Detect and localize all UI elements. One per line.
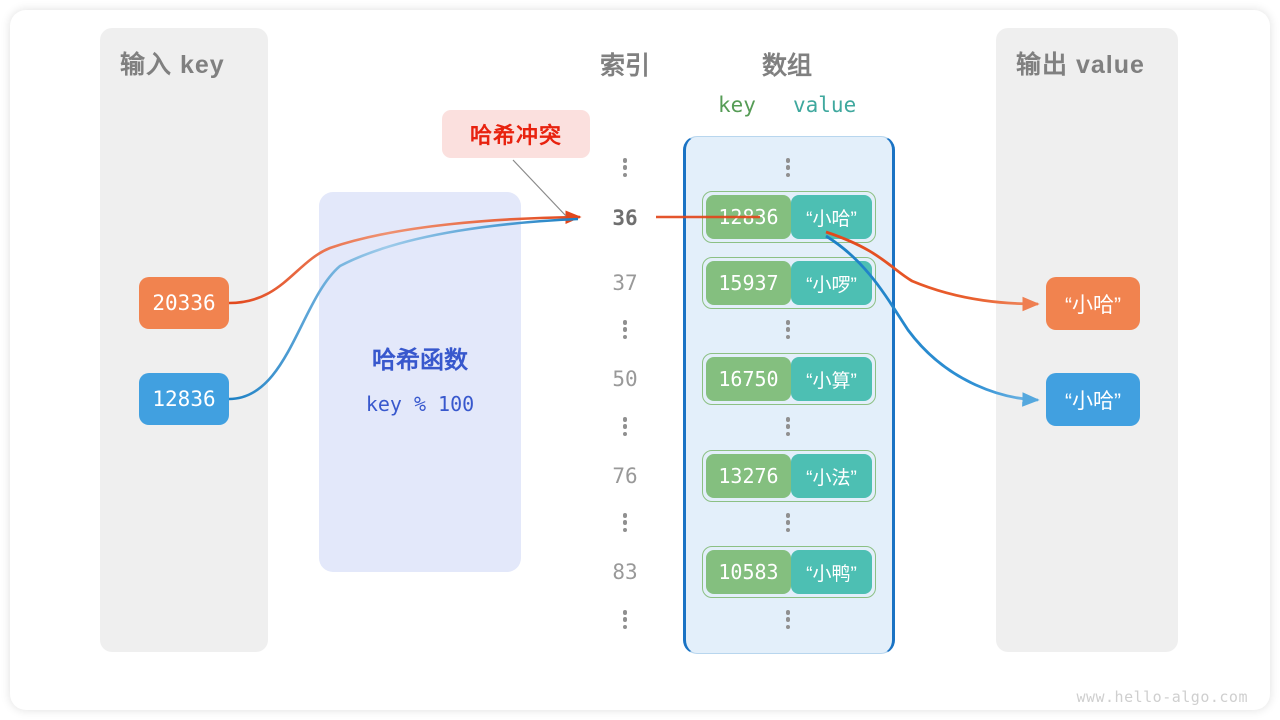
bucket-value: “小算” <box>791 357 872 401</box>
index-label-50: 50 <box>612 367 638 391</box>
array-ellipsis-icon <box>778 158 798 177</box>
index-ellipsis-icon <box>615 417 635 436</box>
input-panel-title: 输入 key <box>120 51 225 79</box>
array-ellipsis-icon <box>778 513 798 532</box>
input-key-panel <box>100 28 268 652</box>
array-bucket-row: 10583 “小鸭” <box>702 546 876 598</box>
input-key-pill: 12836 <box>139 373 229 425</box>
index-label-37: 37 <box>612 271 638 295</box>
array-column-heading: 数组 <box>761 52 812 80</box>
key-subheading: key <box>718 93 756 117</box>
bucket-key: 10583 <box>706 550 791 594</box>
index-ellipsis-icon <box>615 513 635 532</box>
input-key-pill: 20336 <box>139 277 229 329</box>
output-panel-title: 输出 value <box>1016 51 1145 79</box>
hash-collision-label: 哈希冲突 <box>442 110 590 158</box>
output-value-pill: “小哈” <box>1046 373 1140 426</box>
bucket-value: “小哈” <box>791 195 872 239</box>
array-bucket-row: 15937 “小啰” <box>702 257 876 309</box>
bucket-value: “小啰” <box>791 261 872 305</box>
array-bucket-row: 12836 “小哈” <box>702 191 876 243</box>
index-ellipsis-icon <box>615 158 635 177</box>
array-ellipsis-icon <box>778 610 798 629</box>
output-value-panel <box>996 28 1178 652</box>
value-subheading: value <box>793 93 857 117</box>
watermark: www.hello-algo.com <box>1076 688 1248 706</box>
index-label-76: 76 <box>612 464 638 488</box>
index-label-83: 83 <box>612 560 638 584</box>
index-ellipsis-icon <box>615 610 635 629</box>
bucket-value: “小法” <box>791 454 872 498</box>
bucket-key: 12836 <box>706 195 791 239</box>
bucket-key: 15937 <box>706 261 791 305</box>
bucket-value: “小鸭” <box>791 550 872 594</box>
index-ellipsis-icon <box>615 320 635 339</box>
hash-function-title: 哈希函数 <box>372 347 468 374</box>
array-ellipsis-icon <box>778 417 798 436</box>
array-bucket-row: 13276 “小法” <box>702 450 876 502</box>
output-value-pill: “小哈” <box>1046 277 1140 330</box>
bucket-key: 16750 <box>706 357 791 401</box>
bucket-key: 13276 <box>706 454 791 498</box>
index-label-36: 36 <box>612 206 638 230</box>
array-bucket-row: 16750 “小算” <box>702 353 876 405</box>
hash-function-box <box>319 192 521 572</box>
array-ellipsis-icon <box>778 320 798 339</box>
index-column-heading: 索引 <box>599 52 650 80</box>
hash-function-formula: key % 100 <box>365 392 475 416</box>
